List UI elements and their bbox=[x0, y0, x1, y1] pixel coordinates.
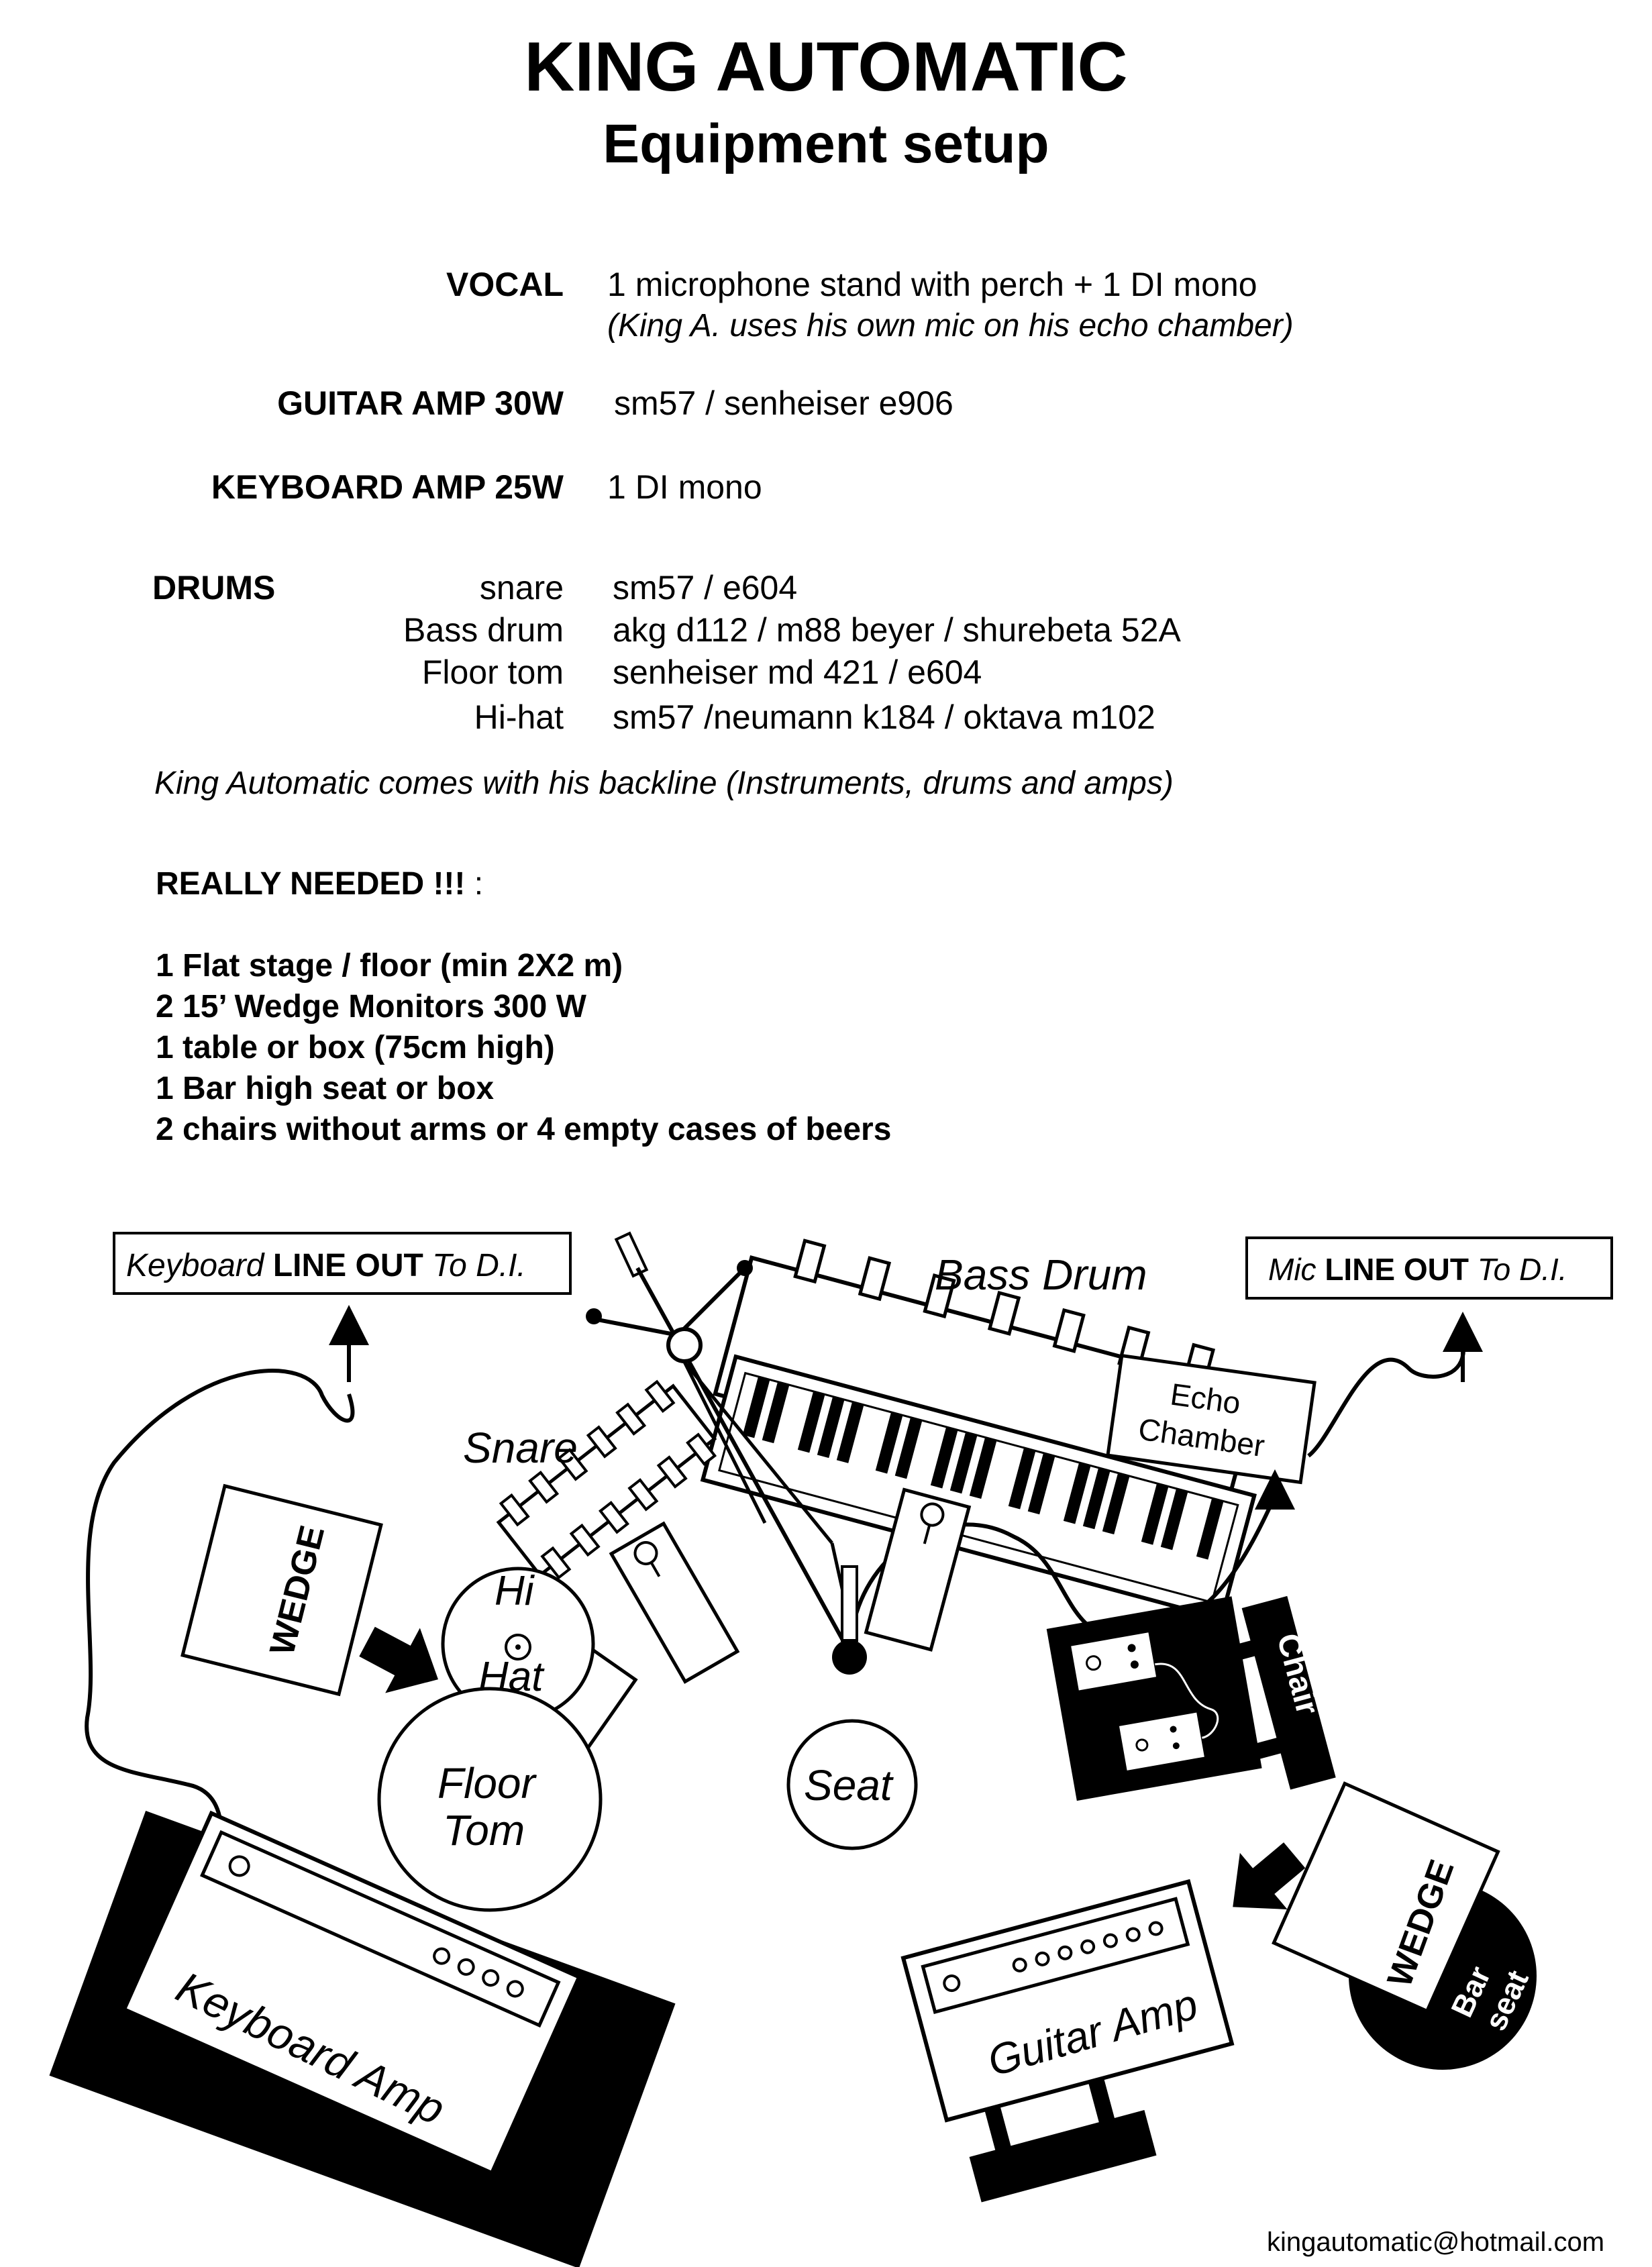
vocal-label: VOCAL bbox=[446, 266, 564, 303]
footer-email: kingautomatic@hotmail.com bbox=[1267, 2227, 1605, 2257]
drum-mics-snare: sm57 / e604 bbox=[613, 569, 798, 607]
keyboard-amp-value: 1 DI mono bbox=[607, 468, 762, 506]
bass-drum-label: Bass Drum bbox=[935, 1251, 1147, 1299]
keyboard-amp bbox=[121, 1810, 582, 2176]
floor-tom bbox=[377, 1687, 603, 1912]
effects-pedalboard bbox=[1046, 1596, 1262, 1801]
guitar-amp-value: sm57 / senheiser e906 bbox=[614, 384, 953, 422]
seat-label: Seat bbox=[804, 1761, 894, 1809]
svg-text:Keyboard LINE OUT To D.I.: Keyboard LINE OUT To D.I. bbox=[126, 1248, 526, 1283]
svg-text:Mic LINE OUT To D.I.: Mic LINE OUT To D.I. bbox=[1268, 1252, 1567, 1287]
keyboard-cable bbox=[85, 1369, 355, 1839]
mic-out-suffix: To D.I. bbox=[1469, 1252, 1567, 1287]
keyboard-line-out-box: Keyboard LINE OUT To D.I. bbox=[113, 1232, 572, 1295]
page-title: KING AUTOMATIC bbox=[524, 28, 1128, 106]
guitar-amp-label: GUITAR AMP 30W bbox=[277, 384, 564, 422]
chair-right bbox=[1224, 1595, 1336, 1790]
drum-mics-floortom: senheiser md 421 / e604 bbox=[613, 653, 982, 691]
floor-tom-label-1: Floor bbox=[437, 1759, 537, 1807]
drum-part-snare: snare bbox=[479, 569, 564, 607]
seat bbox=[786, 1719, 918, 1850]
echo-chamber bbox=[1106, 1353, 1317, 1485]
mic-cable bbox=[1307, 1341, 1465, 1458]
mic-out-bold: LINE OUT bbox=[1325, 1252, 1469, 1287]
snare-drum bbox=[496, 1379, 717, 1580]
needed-item-3: 1 table or box (75cm high) bbox=[156, 1030, 555, 1065]
wedge-right bbox=[1272, 1781, 1500, 2013]
needed-colon: : bbox=[474, 866, 484, 902]
needed-heading-row: REALLY NEEDED !!! : bbox=[156, 865, 483, 902]
keyboard-out-prefix: Keyboard bbox=[126, 1248, 273, 1283]
vocal-line2: (King A. uses his own mic on his echo ch… bbox=[607, 308, 1294, 344]
wedge-left-arrow bbox=[359, 1626, 438, 1693]
mic-out-prefix: Mic bbox=[1268, 1252, 1325, 1287]
page-subtitle: Equipment setup bbox=[603, 113, 1049, 174]
drum-part-hihat: Hi-hat bbox=[474, 698, 564, 736]
snare-stand bbox=[609, 1521, 740, 1684]
needed-item-2: 2 15’ Wedge Monitors 300 W bbox=[156, 989, 586, 1024]
snare-label: Snare bbox=[463, 1424, 578, 1472]
backline-note: King Automatic comes with his backline (… bbox=[154, 766, 1174, 801]
drum-part-floortom: Floor tom bbox=[421, 653, 564, 691]
drum-mics-hihat: sm57 /neumann k184 / oktava m102 bbox=[613, 698, 1155, 736]
bass-drum-pedal bbox=[864, 1487, 972, 1652]
needed-item-5: 2 chairs without arms or 4 empty cases o… bbox=[156, 1112, 892, 1147]
mic-line-out-box: Mic LINE OUT To D.I. bbox=[1245, 1236, 1613, 1300]
wedge-right-arrow bbox=[1233, 1842, 1306, 1909]
guitar-amp bbox=[900, 1879, 1235, 2123]
needed-item-4: 1 Bar high seat or box bbox=[156, 1071, 495, 1106]
drum-mics-bass: akg d112 / m88 beyer / shurebeta 52A bbox=[613, 611, 1181, 649]
floor-tom-label-2: Tom bbox=[443, 1806, 525, 1854]
keyboard-amp-label: KEYBOARD AMP 25W bbox=[211, 468, 564, 506]
keyboard-out-bold: LINE OUT bbox=[273, 1248, 423, 1283]
mic-stand bbox=[586, 1231, 854, 1658]
hihat bbox=[441, 1567, 595, 1721]
needed-item-1: 1 Flat stage / floor (min 2X2 m) bbox=[156, 948, 623, 984]
vocal-line1: 1 microphone stand with perch + 1 DI mon… bbox=[607, 266, 1257, 303]
chair-bottom-label: Chair bbox=[1093, 2166, 1182, 2221]
keyboard-out-suffix: To D.I. bbox=[423, 1248, 526, 1283]
needed-heading: REALLY NEEDED !!! bbox=[156, 866, 466, 902]
drum-part-bass: Bass drum bbox=[403, 611, 564, 649]
drums-label: DRUMS bbox=[152, 569, 276, 607]
table-label: Table bbox=[71, 2119, 186, 2195]
hihat-label-1: Hi bbox=[495, 1568, 535, 1614]
wedge-left bbox=[180, 1483, 383, 1697]
keyboard bbox=[700, 1354, 1257, 1622]
